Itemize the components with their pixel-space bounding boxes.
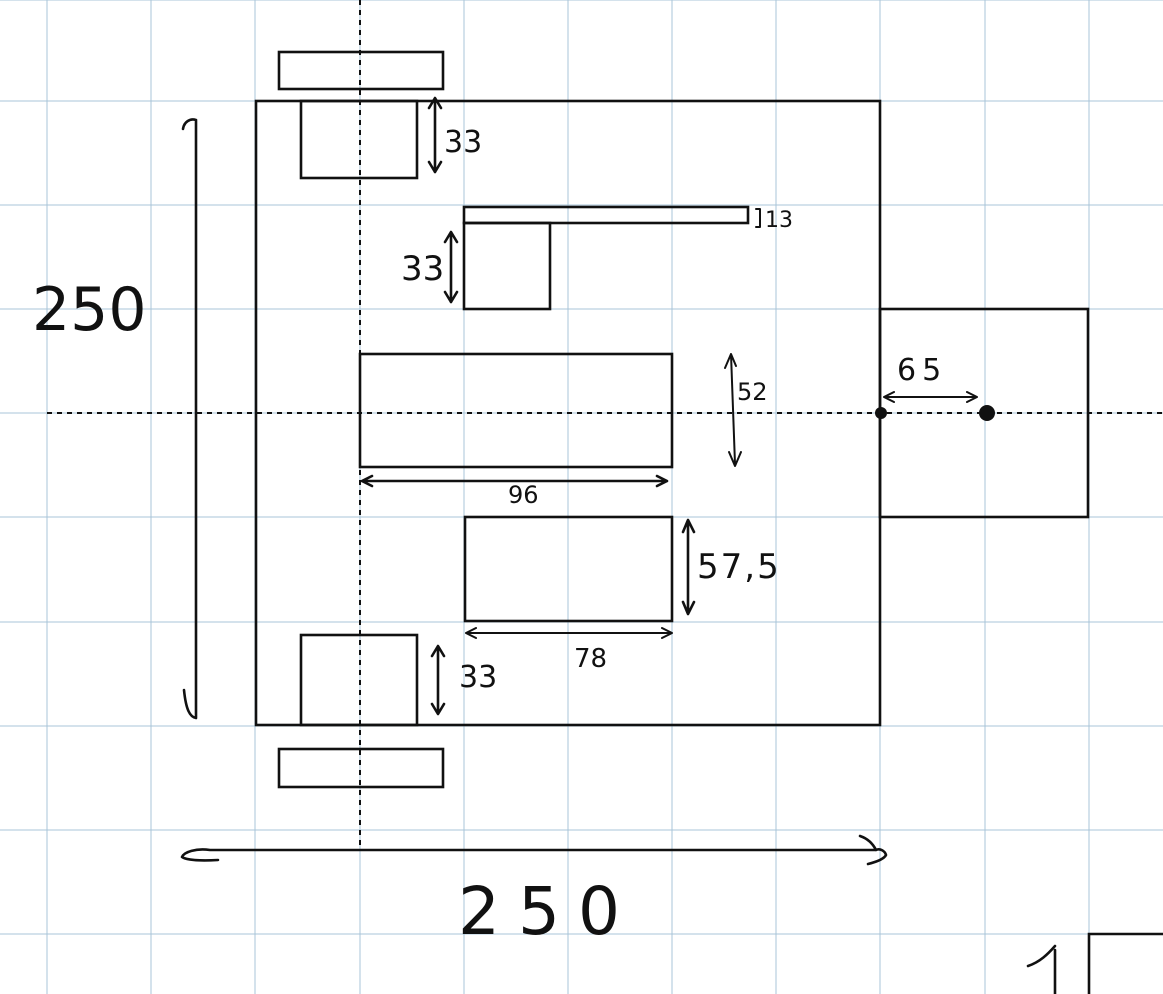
- top-wheel-block: [299, 99, 419, 180]
- outer-height-label: 250: [32, 275, 147, 345]
- bottom-wheel-label: 33: [459, 660, 497, 695]
- lower-block-height-label: 57,5: [697, 547, 781, 587]
- top-wheel-label: 33: [444, 125, 482, 160]
- center-block-height-label: 52: [737, 378, 768, 406]
- center-block-width-label: 96: [508, 481, 539, 509]
- outer-width-label: 250: [458, 873, 638, 950]
- small-block-label: 33: [401, 249, 444, 289]
- small-block-arrow: [443, 230, 459, 304]
- thin-bar: [462, 205, 750, 225]
- lower-block-width-label: 78: [574, 644, 607, 674]
- bottom-wheel-block: [299, 633, 419, 727]
- partial-arrow: [1026, 944, 1057, 994]
- partial-box: [1087, 932, 1163, 994]
- center-height-arrow: [724, 353, 742, 467]
- offset-arrow: [883, 391, 978, 403]
- bottom-wheel-arrow: [430, 644, 446, 716]
- offset-label: 65: [897, 353, 947, 388]
- attachment-dot-right: [979, 405, 995, 421]
- thin-bar-bracket: [755, 208, 761, 228]
- lower-width-arrow: [465, 627, 673, 639]
- lower-block: [463, 515, 674, 623]
- outer-height-arrow: [181, 118, 198, 720]
- top-wheel-outer: [277, 50, 445, 91]
- attachment-dot-left: [875, 407, 887, 419]
- small-block: [462, 221, 552, 311]
- outer-width-arrow: [180, 834, 888, 866]
- lower-height-arrow: [681, 518, 696, 616]
- center-block: [358, 352, 674, 469]
- top-wheel-arrow: [427, 96, 443, 174]
- center-width-arrow: [360, 474, 669, 488]
- bottom-wheel-outer: [277, 747, 445, 789]
- thin-bar-label: 13: [765, 208, 793, 233]
